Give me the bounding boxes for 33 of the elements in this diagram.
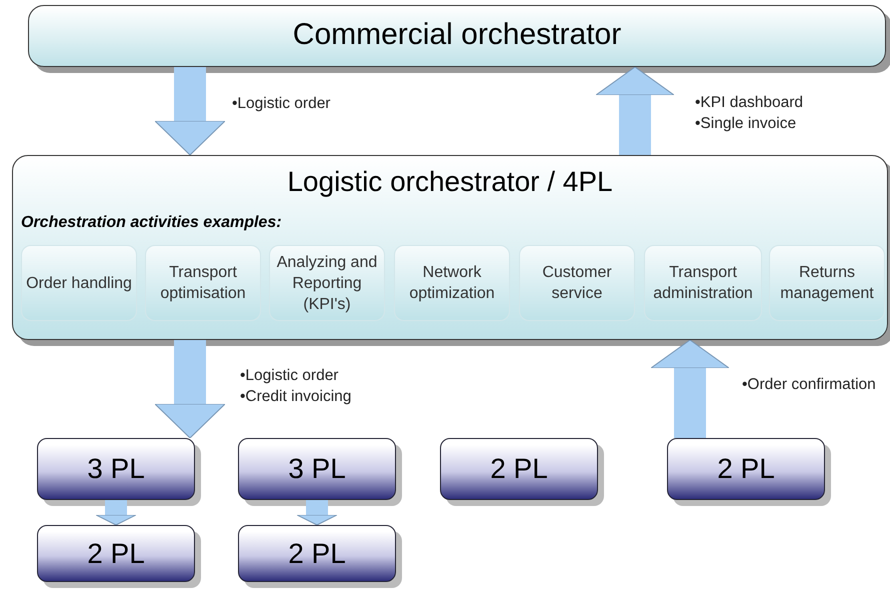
block-arrow	[650, 340, 730, 438]
node-text: Transport administration	[652, 263, 754, 304]
heading-text: Commercial orchestrator	[292, 18, 622, 52]
block-arrow	[296, 500, 338, 526]
activity-box	[644, 245, 762, 321]
heading-text: Logistic orchestrator / 4PL	[286, 166, 614, 198]
node-text: 2 PL	[87, 538, 145, 570]
activity-box	[145, 245, 261, 321]
activity-box	[394, 245, 510, 321]
block-arrow	[154, 67, 226, 156]
edge-label: •Logistic order •Credit invoicing	[240, 366, 352, 407]
node-text: Order handling	[26, 274, 132, 294]
node-text: 3 PL	[87, 453, 145, 485]
node-text: 2 PL	[288, 538, 346, 570]
node-text: Transport optimisation	[159, 263, 247, 304]
node-text: Network optimization	[408, 263, 496, 304]
edge-label: •KPI dashboard •Single invoice	[695, 93, 804, 134]
node-text: 3 PL	[288, 453, 346, 485]
block-arrow	[596, 66, 674, 155]
activity-box	[269, 245, 385, 321]
subheading-text: Orchestration activities examples:	[21, 214, 283, 232]
block-arrow	[154, 340, 226, 438]
activity-box	[769, 245, 885, 321]
node-text: 2 PL	[717, 453, 775, 485]
node-text: Customer service	[541, 263, 613, 304]
node-text: Returns management	[779, 263, 875, 304]
block-arrow	[96, 500, 136, 526]
node-text: Analyzing and Reporting (KPI's)	[276, 252, 378, 314]
edge-label: •Logistic order	[232, 94, 332, 114]
node-text: 2 PL	[490, 453, 548, 485]
activity-box	[21, 245, 137, 321]
edge-label: •Order confirmation	[742, 375, 877, 395]
activity-box	[519, 245, 635, 321]
